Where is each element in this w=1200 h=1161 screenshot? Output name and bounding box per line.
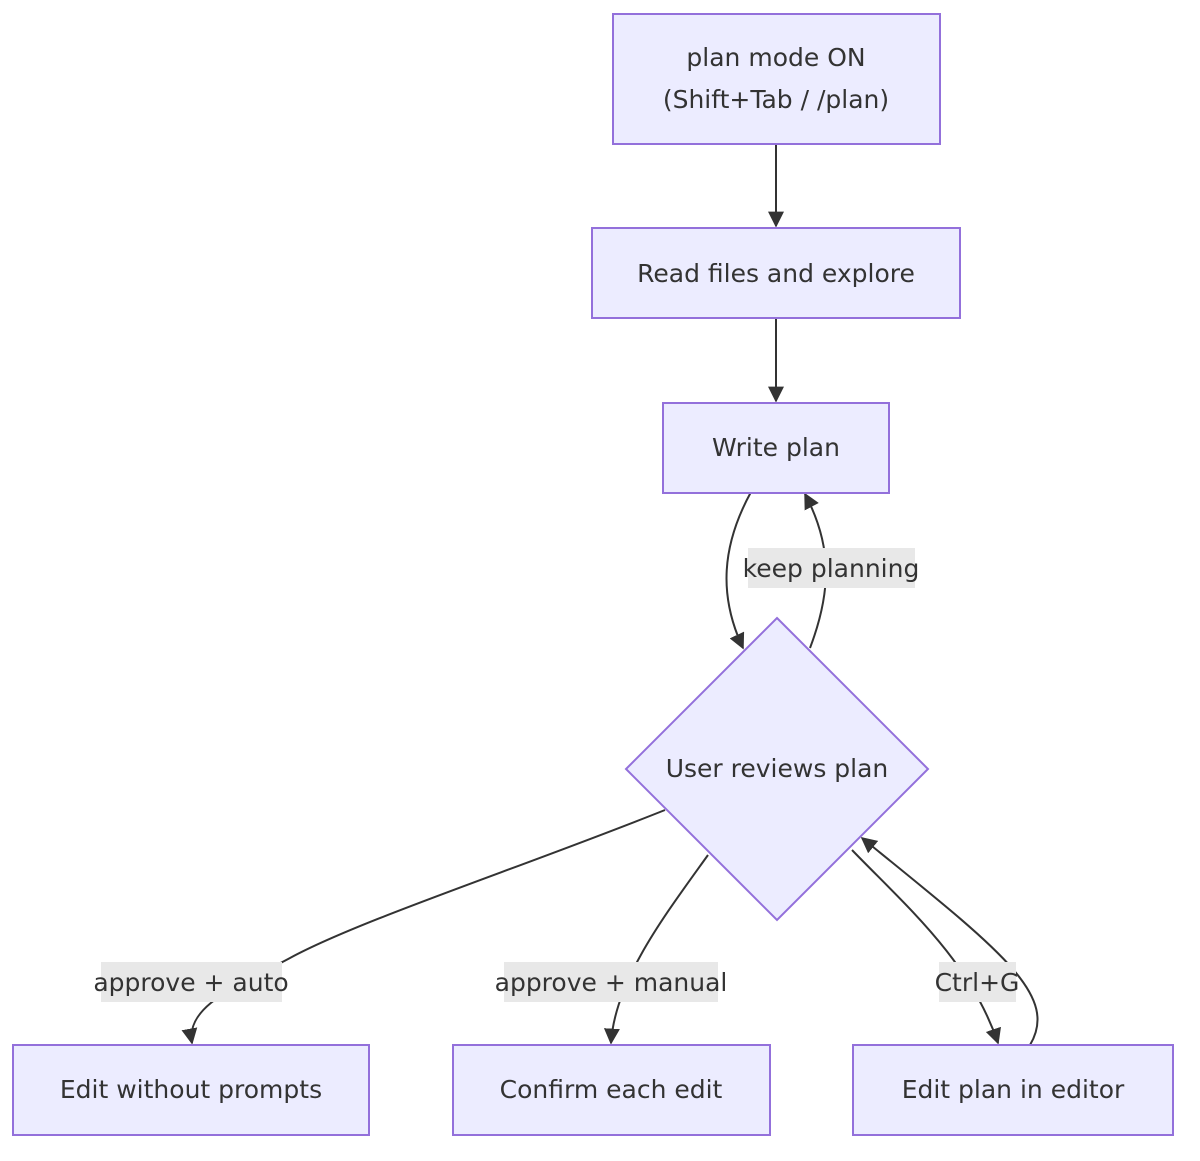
node-plan-mode-on: plan mode ON (Shift+Tab / /plan)	[612, 13, 941, 145]
node-user-reviews-label: User reviews plan	[666, 754, 889, 783]
edge-label-ctrl-g-text: Ctrl+G	[935, 968, 1020, 997]
node-plan-mode-line2: (Shift+Tab / /plan)	[663, 85, 889, 114]
edge-label-keep-planning: keep planning	[743, 548, 920, 588]
node-confirm-each-edit: Confirm each edit	[452, 1044, 771, 1136]
edge-editor-return	[860, 836, 1039, 1046]
edge-write-plan-to-user-reviews	[725, 491, 752, 650]
edge-label-ctrl-g: Ctrl+G	[935, 962, 1020, 1002]
node-user-reviews-plan: User reviews plan	[624, 616, 930, 922]
edge-ctrl-g	[851, 849, 1001, 1045]
edge-label-keep-planning-text: keep planning	[743, 554, 920, 583]
node-edit-plan-in-editor-label: Edit plan in editor	[902, 1075, 1125, 1104]
node-write-plan: Write plan	[662, 402, 890, 494]
edge-approve-auto	[181, 809, 666, 1045]
edge-label-approve-manual-text: approve + manual	[495, 968, 728, 997]
node-plan-mode-line1: plan mode ON	[686, 43, 865, 72]
edge-label-approve-auto-text: approve + auto	[93, 968, 288, 997]
node-edit-without-prompts: Edit without prompts	[12, 1044, 370, 1136]
node-confirm-each-edit-label: Confirm each edit	[500, 1075, 723, 1104]
edge-label-approve-auto: approve + auto	[93, 962, 289, 1002]
node-read-files-and-explore: Read files and explore	[591, 227, 961, 319]
node-write-plan-label: Write plan	[712, 433, 840, 462]
node-edit-plan-in-editor: Edit plan in editor	[852, 1044, 1174, 1136]
edge-approve-manual	[603, 854, 709, 1045]
node-edit-without-prompts-label: Edit without prompts	[60, 1075, 322, 1104]
node-read-files-label: Read files and explore	[637, 259, 915, 288]
edge-label-approve-manual: approve + manual	[495, 962, 728, 1002]
